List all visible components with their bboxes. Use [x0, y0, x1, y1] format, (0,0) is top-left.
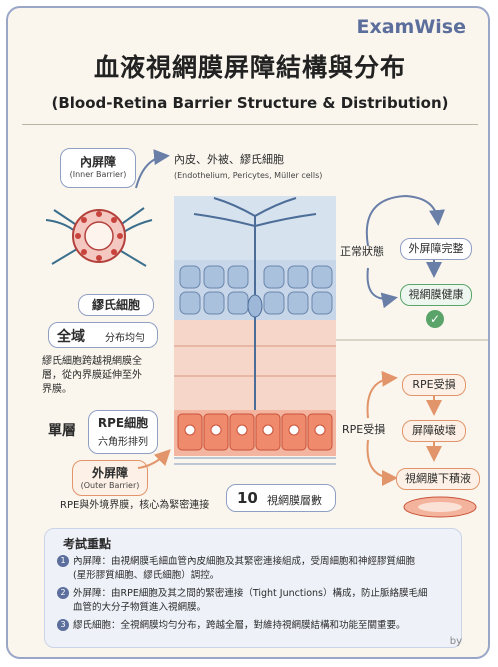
byline: by [449, 636, 462, 647]
damaged-step-3: 視網膜下積液 [396, 468, 480, 490]
exam-heading: 考試重點 [63, 537, 112, 551]
page-subtitle: (Blood-Retina Barrier Structure & Distri… [51, 94, 449, 112]
rpe-title: RPE細胞 [97, 416, 149, 430]
inner-barrier-en: (Inner Barrier) [69, 170, 127, 179]
rpe-scope: 單層 [48, 423, 76, 439]
point-text: 外屏障：由RPE細胞及其之間的緊密連接（Tight Junctions）構成，防… [73, 588, 428, 599]
outer-barrier-en: (Outer Barrier) [80, 481, 140, 490]
brand-logo: ExamWise [356, 16, 466, 38]
inner-barrier-title: 內屏障 [79, 155, 116, 169]
damaged-label: RPE受損 [342, 423, 386, 436]
inner-barrier-label: 內屏障 (Inner Barrier) [60, 148, 136, 188]
muller-scope-desc: 分布均勻 [105, 333, 145, 344]
rpe-box: RPE細胞 六角形排列 [88, 410, 158, 454]
exam-point-1: 1 內屏障：由視網膜毛細血管內皮細胞及其緊密連接組成，受周細胞和神經膠質細胞 [57, 555, 447, 569]
exam-point-2-cont: 血管的大分子物質進入視網膜。 [73, 602, 207, 613]
inner-cells-zh: 內皮、外被、繆氏細胞 [174, 153, 284, 166]
muller-desc-1: 繆氏細胞跨越視網膜全 [42, 356, 142, 367]
muller-scope-box: 全域 分布均勻 [48, 322, 158, 348]
outer-barrier-label: 外屏障 (Outer Barrier) [72, 460, 148, 496]
exam-point-2: 2 外屏障：由RPE細胞及其之間的緊密連接（Tight Junctions）構成，… [57, 587, 447, 601]
point-number: 2 [57, 587, 69, 599]
point-text: 繆氏細胞：全視網膜均勻分布，跨越全層，對維持視網膜結構和功能至關重要。 [73, 620, 406, 631]
title-divider [22, 124, 478, 125]
capillary-illustration [45, 207, 153, 267]
rpe-desc: 六角形排列 [98, 437, 148, 448]
damaged-step-2: 屏障破壞 [402, 420, 466, 442]
layers-label: 視網膜層數 [267, 494, 322, 507]
muller-desc-2: 層，從內界膜延伸至外 [42, 370, 142, 381]
muller-scope: 全域 [57, 329, 85, 345]
exam-point-1-cont: (星形膠質細胞、繆氏細胞）調控。 [73, 570, 220, 581]
layers-count: 10 [237, 489, 258, 507]
normal-step-1: 外屏障完整 [400, 238, 472, 260]
point-number: 1 [57, 555, 69, 567]
check-icon: ✓ [426, 310, 444, 328]
outer-barrier-title: 外屏障 [91, 466, 128, 480]
muller-title: 繆氏細胞 [78, 294, 154, 316]
inner-cells-en: (Endothelium, Pericytes, Müller cells) [174, 171, 323, 180]
retina-layers-illustration [174, 196, 336, 465]
layers-box: 10 視網膜層數 [226, 484, 336, 512]
connector-arrows [135, 149, 488, 486]
muller-desc-3: 界膜。 [42, 384, 72, 395]
exam-key-points: 考試重點 1 內屏障：由視網膜毛細血管內皮細胞及其緊密連接組成，受周細胞和神經膠質… [44, 528, 462, 648]
normal-step-2: 視網膜健康 [400, 284, 472, 306]
point-number: 3 [57, 619, 69, 631]
exam-point-3: 3 繆氏細胞：全視網膜均勻分布，跨越全層，對維持視網膜結構和功能至關重要。 [57, 619, 447, 633]
infographic-card: ExamWise 血液視網膜屏障結構與分布 (Blood-Retina Barr… [6, 6, 490, 659]
outer-desc: RPE與外境界膜，核心為緊密連接 [60, 500, 210, 511]
normal-state-label: 正常狀態 [340, 245, 384, 258]
page-title: 血液視網膜屏障結構與分布 [93, 53, 406, 82]
point-text: 內屏障：由視網膜毛細血管內皮細胞及其緊密連接組成，受周細胞和神經膠質細胞 [73, 556, 416, 567]
damaged-step-1: RPE受損 [402, 374, 466, 396]
subretinal-fluid-illustration [403, 496, 477, 518]
